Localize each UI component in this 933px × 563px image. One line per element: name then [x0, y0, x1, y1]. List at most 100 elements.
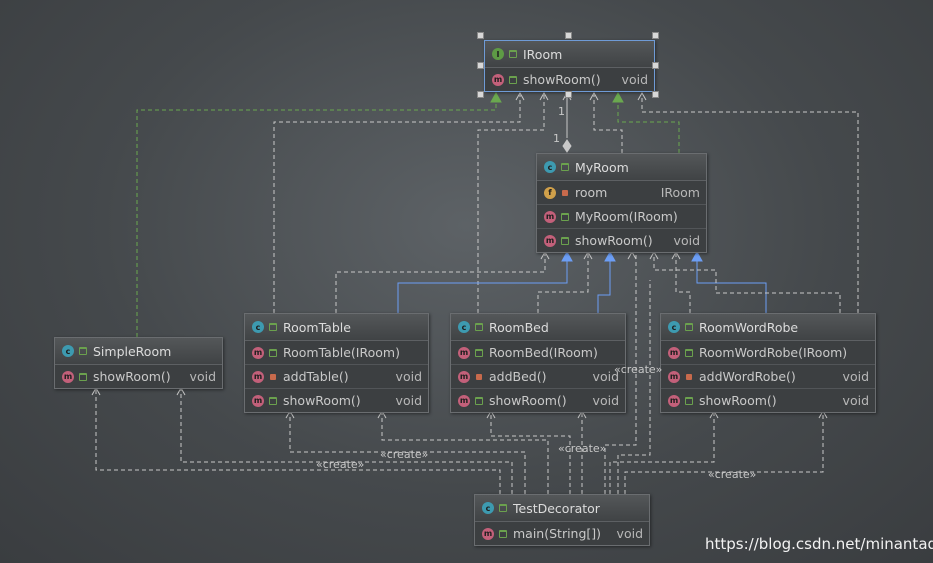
member-type: void [592, 369, 619, 384]
public-icon [474, 396, 483, 405]
edge-roombed-iroom[interactable] [477, 95, 545, 313]
edge-testdecorator-simpleroom-create2[interactable] [180, 390, 513, 494]
member-row[interactable]: m showRoom() void [55, 365, 222, 388]
member-row[interactable]: m RoomTable(IRoom) [245, 341, 428, 365]
selection-handle[interactable] [652, 32, 659, 39]
member-row[interactable]: m RoomBed(IRoom) [451, 341, 625, 365]
member-row[interactable]: f room IRoom [537, 181, 706, 205]
edge-testdecorator-roomtable-create[interactable] [289, 413, 526, 494]
member-name: addWordRobe() [699, 369, 796, 384]
public-icon [498, 529, 507, 538]
open-arrowhead [176, 386, 186, 396]
method-icon: m [252, 346, 264, 359]
create-label: «create» [380, 448, 429, 461]
member-row[interactable]: m showRoom() void [485, 68, 654, 91]
member-row[interactable]: m showRoom() void [537, 229, 706, 252]
edge-myroom-iroom-dependency[interactable] [593, 95, 623, 153]
class-header[interactable]: I IRoom [485, 41, 654, 68]
multiplicity-label: 1 [553, 132, 560, 145]
member-row[interactable]: m addTable() void [245, 365, 428, 389]
class-header[interactable]: c SimpleRoom [55, 338, 222, 365]
class-name: RoomBed [489, 319, 549, 335]
watermark: https://blog.csdn.net/minantadd [705, 535, 933, 553]
private-icon [684, 372, 693, 381]
class-node-myroom[interactable]: c MyRoom f room IRoom m MyRoom(IRoom) m … [536, 153, 707, 253]
selection-handle[interactable] [652, 91, 659, 98]
edge-simpleroom-iroom[interactable] [136, 95, 497, 337]
class-header[interactable]: c RoomWordRobe [661, 314, 875, 341]
class-header[interactable]: c TestDecorator [475, 495, 649, 522]
edge-roomtable-myroom-gen[interactable] [397, 254, 568, 313]
selection-handle[interactable] [477, 91, 484, 98]
class-node-roomwordrobe[interactable]: c RoomWordRobe m RoomWordRobe(IRoom) m a… [660, 313, 876, 413]
edge-testdecorator-roomtable-create2[interactable] [381, 413, 549, 494]
class-name: MyRoom [575, 159, 629, 175]
edge-roomwordrobe-myroom-dep[interactable] [675, 254, 691, 313]
edge-roombed-myroom-gen[interactable] [597, 254, 611, 313]
selection-handle[interactable] [652, 62, 659, 69]
selection-handle[interactable] [477, 62, 484, 69]
member-row[interactable]: m showRoom() void [451, 389, 625, 412]
selection-handle[interactable] [477, 32, 484, 39]
private-icon [268, 372, 277, 381]
edge-myroom-iroom-realization[interactable] [617, 95, 680, 153]
create-label: «create» [708, 468, 757, 481]
member-type: void [395, 393, 422, 408]
class-header[interactable]: c MyRoom [537, 154, 706, 181]
class-header[interactable]: c RoomBed [451, 314, 625, 341]
member-row[interactable]: m addBed() void [451, 365, 625, 389]
edge-testdecorator-myroom-dep[interactable] [604, 254, 637, 494]
member-name: showRoom() [699, 393, 777, 408]
method-icon: m [458, 370, 470, 383]
member-name: MyRoom(IRoom) [575, 209, 678, 224]
member-name: showRoom() [523, 72, 601, 87]
open-arrowhead [515, 91, 525, 101]
edge-testdecorator-simpleroom-create[interactable] [95, 390, 501, 494]
member-row[interactable]: m addWordRobe() void [661, 365, 875, 389]
open-arrowhead [637, 91, 647, 101]
method-icon: m [458, 346, 470, 359]
edge-roombed-myroom-dep[interactable] [537, 254, 589, 313]
edge-testdecorator-roomwordrobe-create[interactable] [609, 413, 715, 494]
public-icon [508, 50, 517, 59]
selection-handle[interactable] [565, 91, 572, 98]
selection-handle[interactable] [565, 32, 572, 39]
member-name: addTable() [283, 369, 349, 384]
member-name: showRoom() [93, 369, 171, 384]
edge-testdecorator-roomwordrobe-create2[interactable] [624, 413, 824, 494]
member-row[interactable]: m showRoom() void [245, 389, 428, 412]
edge-roomtable-myroom-dep[interactable] [335, 254, 546, 313]
member-name: showRoom() [489, 393, 567, 408]
member-row[interactable]: m main(String[]) void [475, 522, 649, 545]
member-type: void [842, 393, 869, 408]
method-icon: m [544, 234, 556, 247]
edge-roomwordrobe-myroom-dep2[interactable] [653, 254, 841, 313]
triangle-arrowhead [561, 250, 573, 262]
member-name: RoomTable(IRoom) [283, 345, 400, 360]
member-row[interactable]: m MyRoom(IRoom) [537, 205, 706, 229]
class-icon: c [252, 321, 264, 333]
private-icon [474, 372, 483, 381]
class-node-iroom[interactable]: I IRoom m showRoom() void [484, 40, 655, 92]
create-label: «create» [614, 363, 663, 376]
edge-roomtable-iroom[interactable] [273, 95, 521, 313]
class-node-testdecorator[interactable]: c TestDecorator m main(String[]) void [474, 494, 650, 546]
public-icon [560, 163, 569, 172]
class-icon: c [458, 321, 470, 333]
edge-testdecorator-roombed-create[interactable] [490, 413, 571, 494]
public-icon [268, 348, 277, 357]
edge-roomwordrobe-myroom-gen[interactable] [696, 254, 767, 313]
class-icon: c [62, 345, 74, 357]
class-node-simpleroom[interactable]: c SimpleRoom m showRoom() void [54, 337, 223, 389]
edge-roomwordrobe-iroom[interactable] [641, 95, 859, 313]
class-header[interactable]: c RoomTable [245, 314, 428, 341]
member-row[interactable]: m showRoom() void [661, 389, 875, 412]
class-node-roombed[interactable]: c RoomBed m RoomBed(IRoom) m addBed() vo… [450, 313, 626, 413]
class-name: IRoom [523, 46, 563, 62]
class-name: RoomWordRobe [699, 319, 799, 335]
member-row[interactable]: m RoomWordRobe(IRoom) [661, 341, 875, 365]
class-node-roomtable[interactable]: c RoomTable m RoomTable(IRoom) m addTabl… [244, 313, 429, 413]
edge-group [91, 91, 859, 494]
member-type: void [842, 369, 869, 384]
